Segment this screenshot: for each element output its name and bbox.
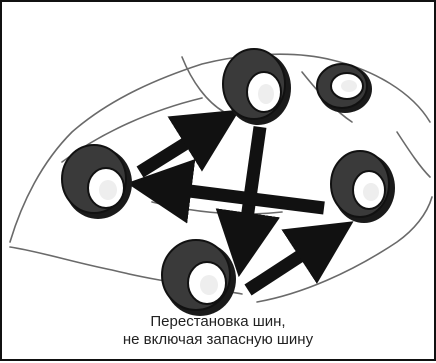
rotation-arrows	[126, 109, 354, 296]
arrow-rear-right-to-front-left	[126, 158, 325, 224]
diagram-caption: Перестановка шин, не включая запасную ши…	[2, 313, 434, 349]
arrow-front-right-to-rear-left	[215, 126, 281, 278]
caption-line-1: Перестановка шин,	[150, 313, 286, 330]
arrow-front-left-to-front-right	[136, 109, 240, 178]
arrow-rear-left-to-rear-right	[244, 221, 354, 296]
rear-left-tire-icon	[161, 239, 236, 316]
spare-tire-icon	[316, 63, 372, 113]
front-left-tire-icon	[61, 144, 132, 219]
front-right-tire-icon	[222, 48, 291, 125]
caption-line-2: не включая запасную шину	[122, 331, 314, 348]
rear-right-tire-icon	[330, 150, 395, 223]
